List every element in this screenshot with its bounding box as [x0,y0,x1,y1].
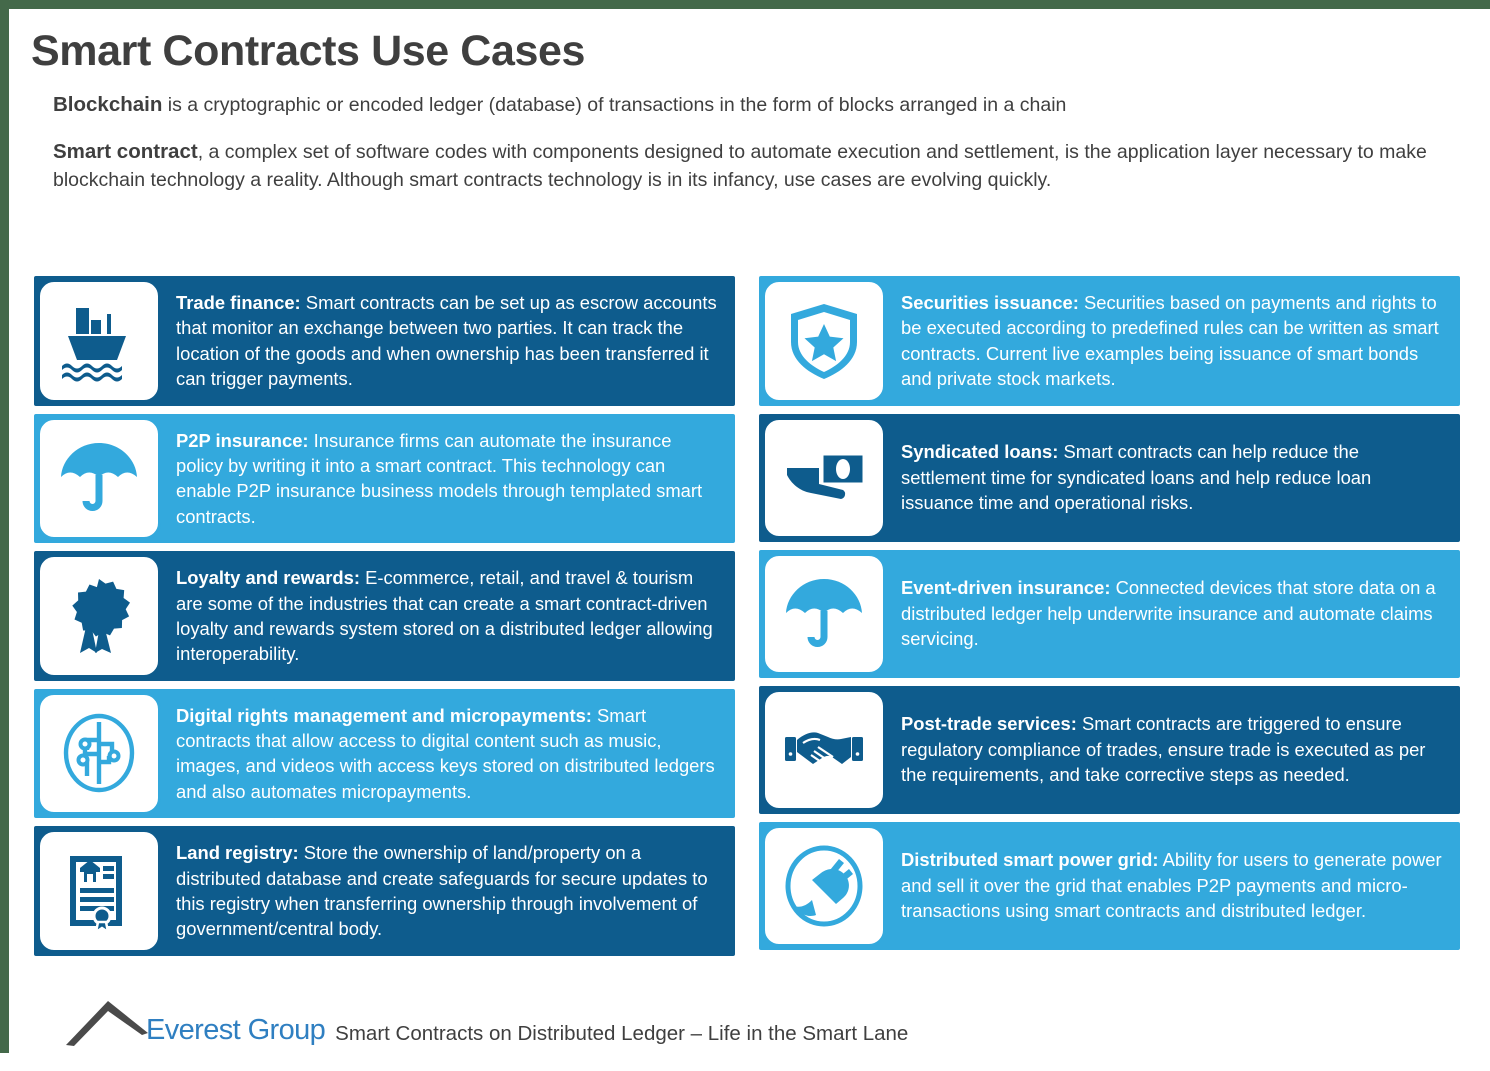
use-case-card-land-registry[interactable]: Land registry: Store the ownership of la… [34,826,735,956]
circuit-circle-icon [37,692,161,816]
intro-paragraph-blockchain: Blockchain is a cryptographic or encoded… [53,90,1443,120]
use-case-column-left: Trade finance: Smart contracts can be se… [34,276,735,956]
use-case-card-securities-issuance[interactable]: Securities issuance: Securities based on… [759,276,1460,406]
card-text: Securities issuance: Securities based on… [889,276,1460,406]
use-case-card-syndicated-loans[interactable]: Syndicated loans: Smart contracts can he… [759,414,1460,542]
intro-lead-blockchain: Blockchain [53,93,162,116]
footer: Everest Group Smart Contracts on Distrib… [64,999,908,1047]
card-text: Distributed smart power grid: Ability fo… [889,822,1460,950]
card-title: Syndicated loans: [901,441,1058,462]
use-case-card-loyalty-rewards[interactable]: Loyalty and rewards: E-commerce, retail,… [34,551,735,681]
card-title: Distributed smart power grid: [901,849,1159,870]
card-text: Event-driven insurance: Connected device… [889,550,1460,678]
intro-block: Blockchain is a cryptographic or encoded… [53,90,1443,194]
umbrella-icon [37,417,161,541]
umbrella-icon [762,553,886,675]
intro-lead-smart-contract: Smart contract [53,140,198,163]
use-case-card-p2p-insurance[interactable]: P2P insurance: Insurance firms can autom… [34,414,735,544]
use-case-card-event-driven-insurance[interactable]: Event-driven insurance: Connected device… [759,550,1460,678]
shield-star-icon [762,279,886,403]
use-case-card-power-grid[interactable]: Distributed smart power grid: Ability fo… [759,822,1460,950]
handshake-icon [762,689,886,811]
card-text: Post-trade services: Smart contracts are… [889,686,1460,814]
card-title: Securities issuance: [901,292,1079,313]
card-title: Event-driven insurance: [901,577,1111,598]
everest-group-logo: Everest Group [64,999,325,1047]
card-title: Trade finance: [176,292,301,313]
cargo-ship-icon [37,279,161,403]
award-rosette-icon [37,554,161,678]
property-deed-icon [37,829,161,953]
card-text: Digital rights management and micropayme… [164,689,735,819]
hand-cash-icon [762,417,886,539]
card-text: Land registry: Store the ownership of la… [164,826,735,956]
logo-wordmark: Everest Group [146,1016,325,1045]
card-title: Digital rights management and micropayme… [176,705,592,726]
use-case-column-right: Securities issuance: Securities based on… [759,276,1460,956]
use-case-card-trade-finance[interactable]: Trade finance: Smart contracts can be se… [34,276,735,406]
intro-paragraph-smart-contract: Smart contract, a complex set of softwar… [53,137,1443,194]
page-title: Smart Contracts Use Cases [31,27,1490,76]
card-title: Land registry: [176,842,299,863]
card-text: Loyalty and rewards: E-commerce, retail,… [164,551,735,681]
intro-rest-smart-contract: , a complex set of software codes with c… [53,141,1427,191]
use-case-card-digital-rights[interactable]: Digital rights management and micropayme… [34,689,735,819]
intro-rest-blockchain: is a cryptographic or encoded ledger (da… [162,94,1066,116]
footer-caption: Smart Contracts on Distributed Ledger – … [335,1024,908,1045]
card-text: Trade finance: Smart contracts can be se… [164,276,735,406]
card-text: Syndicated loans: Smart contracts can he… [889,414,1460,542]
use-case-grid: Trade finance: Smart contracts can be se… [34,276,1476,956]
card-title: Post-trade services: [901,713,1077,734]
card-title: P2P insurance: [176,430,309,451]
use-case-card-post-trade-services[interactable]: Post-trade services: Smart contracts are… [759,686,1460,814]
power-plug-circle-icon [762,825,886,947]
mountain-peak-icon [64,999,150,1047]
card-text: P2P insurance: Insurance firms can autom… [164,414,735,544]
card-title: Loyalty and rewards: [176,567,360,588]
